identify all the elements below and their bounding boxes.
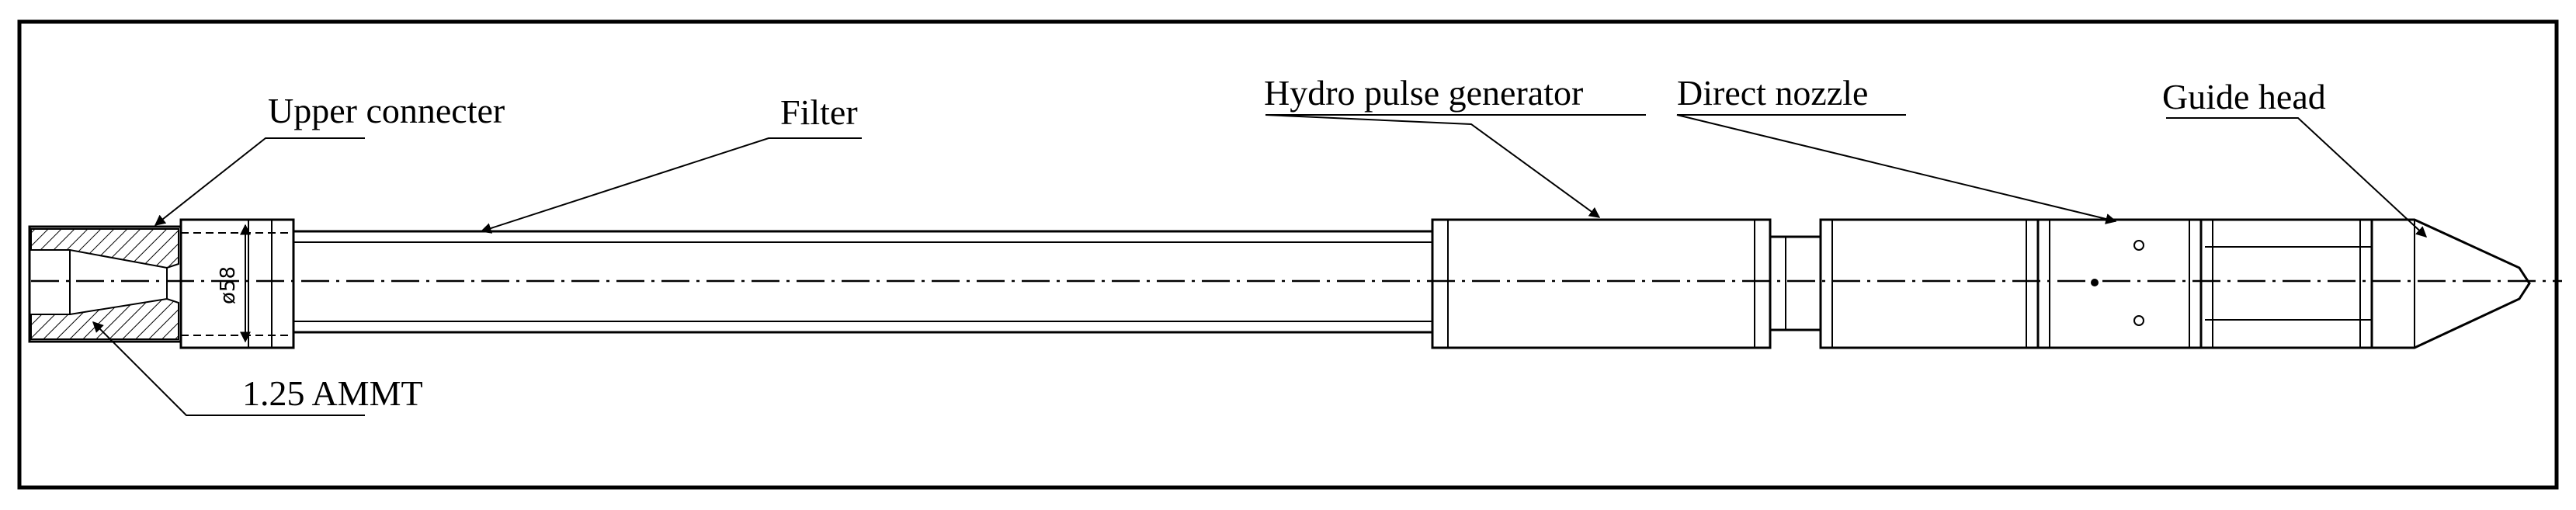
label-upper-connecter: Upper connecter	[268, 91, 505, 130]
label-direct-nozzle: Direct nozzle	[1677, 73, 1868, 113]
label-hydro-pulse-generator: Hydro pulse generator	[1264, 73, 1583, 113]
drawing-frame	[17, 19, 2559, 490]
label-filter: Filter	[780, 92, 858, 132]
upper-connecter: ø58	[28, 218, 295, 349]
nozzle-sleeve	[1819, 218, 2040, 349]
diameter-dimension: ø58	[217, 266, 240, 304]
guide-head-body	[2199, 218, 2531, 349]
hydro-pulse-generator-body	[1431, 218, 1822, 349]
label-thread: 1.25 AMMT	[242, 373, 423, 413]
direct-nozzle-body	[2036, 218, 2203, 349]
leader-lines	[92, 114, 2428, 416]
label-guide-head: Guide head	[2162, 77, 2326, 116]
